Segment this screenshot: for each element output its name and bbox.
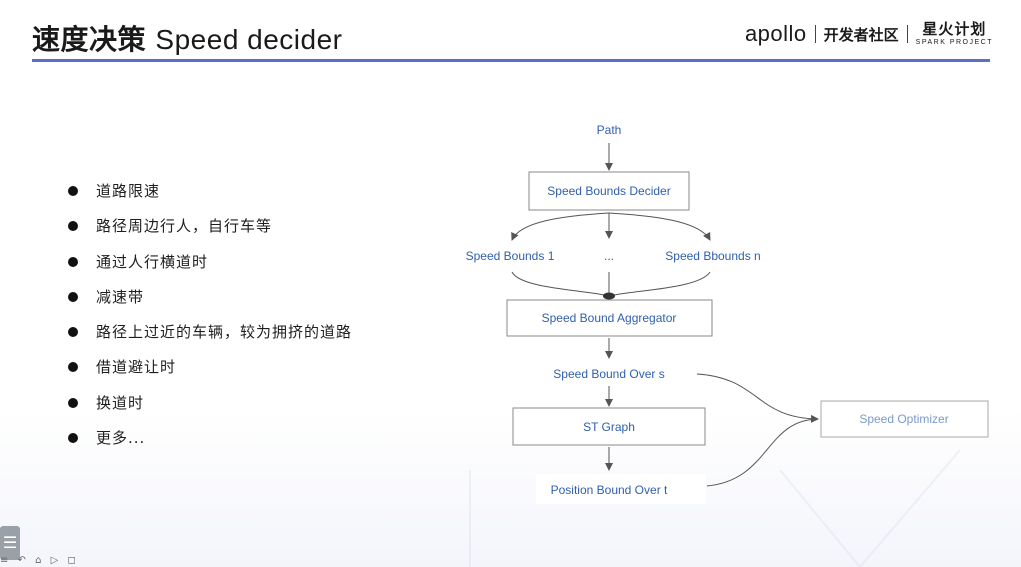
- background-decoration: [469, 449, 961, 567]
- list-item: 换道时: [66, 392, 352, 427]
- bullet-dot: [68, 433, 78, 444]
- developer-community-label: 开发者社区: [823, 25, 899, 44]
- bullet-dot: [68, 362, 78, 373]
- bullet-text: 减速带: [96, 287, 145, 306]
- slide-title-en: Speed decider: [155, 24, 343, 55]
- st-graph-box: [512, 407, 706, 446]
- bounds1-to-aggregator-curve: [511, 271, 605, 296]
- speed-bounds-decider-box: [528, 171, 690, 211]
- bullet-dot: [68, 221, 78, 232]
- list-item: 更多...: [66, 427, 352, 462]
- list-item: 通过人行横道时: [66, 251, 352, 286]
- speed-bound-over-s-label: Speed Bound Over s: [553, 367, 664, 381]
- speed-optimizer-box: [820, 400, 989, 438]
- bullet-text: 更多...: [96, 429, 146, 448]
- slide-title-cn: 速度决策: [32, 23, 147, 56]
- merge-junction-dot: [603, 292, 615, 300]
- list-item: 减速带: [66, 286, 352, 321]
- position-bound-backdrop: [536, 474, 706, 504]
- bullet-text: 通过人行横道时: [96, 252, 209, 271]
- bullet-text: 借道避让时: [96, 358, 177, 377]
- bullet-dot: [68, 397, 78, 408]
- spark-project-cn: 星火计划: [922, 20, 987, 38]
- header-underline: [32, 59, 990, 62]
- list-item: 路径周边行人，自行车等: [66, 215, 352, 250]
- bullet-dot: [68, 256, 78, 267]
- menu-button[interactable]: ☰: [0, 526, 20, 560]
- ellipsis-label: ...: [604, 249, 614, 263]
- list-item: 路径上过近的车辆，较为拥挤的道路: [66, 321, 352, 356]
- decider-to-bounds1-arrow: [511, 212, 610, 241]
- presentation-toolbar: ☰: [0, 526, 22, 567]
- spark-project-logo: 星火计划 SPARK PROJECT: [915, 20, 993, 47]
- bullet-dot: [68, 186, 78, 196]
- list-item: 借道避让时: [66, 356, 352, 391]
- brand-divider: [906, 25, 908, 43]
- path-label: Path: [597, 123, 622, 137]
- bullet-text: 路径上过近的车辆，较为拥挤的道路: [96, 323, 353, 342]
- speed-bounds-n-label: Speed Bbounds n: [665, 249, 760, 263]
- apollo-logo: apollo: [744, 21, 807, 46]
- bullet-text: 换道时: [96, 393, 145, 412]
- bullet-text: 路径周边行人，自行车等: [96, 217, 273, 236]
- bullet-list: 道路限速 路径周边行人，自行车等 通过人行横道时 减速带 路径上过近的车辆，较为…: [66, 180, 352, 462]
- list-item: 道路限速: [66, 180, 352, 215]
- st-graph-label: ST Graph: [583, 420, 635, 434]
- speed-bounds-1-label: Speed Bounds 1: [466, 249, 555, 263]
- presentation-controls-icons[interactable]: ≡ ↶ ⌂ ▷ ◻: [0, 555, 79, 566]
- spark-project-en: SPARK PROJECT: [915, 39, 993, 46]
- speed-optimizer-label: Speed Optimizer: [859, 412, 948, 426]
- speed-bound-aggregator-box: [506, 299, 713, 337]
- bullet-dot: [68, 291, 78, 302]
- bullet-dot: [68, 327, 78, 338]
- speed-bound-aggregator-label: Speed Bound Aggregator: [542, 311, 677, 325]
- bound-s-to-optimizer-curve: [696, 373, 819, 423]
- boundsn-to-aggregator-curve: [613, 271, 711, 296]
- speed-bounds-decider-label: Speed Bounds Decider: [547, 184, 670, 198]
- decider-to-boundsn-arrow: [608, 212, 711, 241]
- bullet-text: 道路限速: [96, 182, 161, 200]
- slide-title: 速度决策 Speed decider: [32, 18, 343, 58]
- brand-logos: apollo 开发者社区 星火计划 SPARK PROJECT: [745, 20, 993, 48]
- brand-divider: [814, 25, 816, 43]
- position-to-optimizer-curve: [706, 418, 819, 487]
- position-bound-over-t-label: Position Bound Over t: [551, 483, 668, 497]
